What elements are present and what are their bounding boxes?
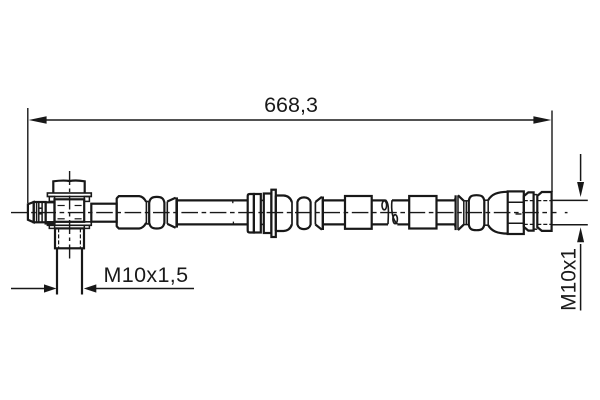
svg-text:M10x1,5: M10x1,5 (104, 263, 189, 287)
svg-text:668,3: 668,3 (264, 93, 318, 117)
svg-text:M10x1: M10x1 (558, 248, 581, 311)
